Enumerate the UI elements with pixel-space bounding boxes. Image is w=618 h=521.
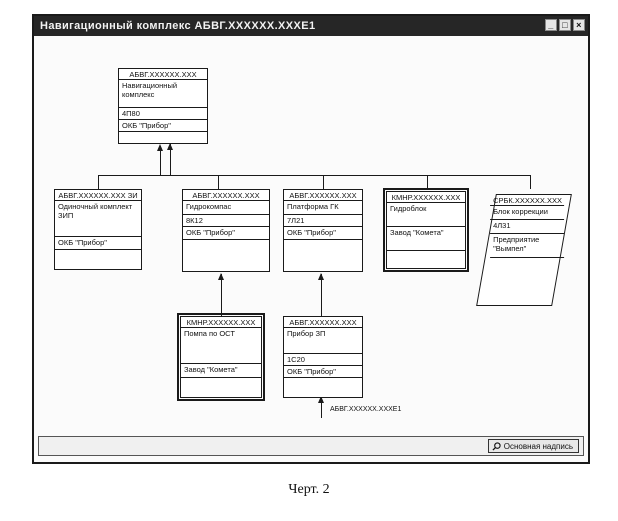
- close-icon[interactable]: ×: [573, 19, 585, 31]
- parent-ref-label: АБВГ.XXXXXX.XXXЕ1: [330, 406, 402, 413]
- node-org: ОКБ "Прибор": [55, 237, 141, 250]
- node-name: Прибор ЗП: [284, 328, 362, 354]
- node-spare-kit[interactable]: АБВГ.XXXXXX.XXX ЗИ Одиночный комплект ЗИ…: [54, 189, 142, 270]
- grandchild-connector-1: [221, 274, 222, 316]
- child-connector-5: [530, 175, 531, 189]
- title-bar[interactable]: Навигационный комплекс АБВГ.XXXXXX.XXXE1…: [34, 16, 588, 36]
- node-root[interactable]: АБВГ.XXXXXX.XXX Навигационный комплекс 4…: [118, 68, 208, 144]
- node-name: Помпа по ОСТ: [181, 328, 261, 364]
- node-org: ОКБ "Прибор": [284, 227, 362, 240]
- node-org: Предприятие "Вымпел": [490, 234, 565, 258]
- node-code: АБВГ.XXXXXX.XXX: [284, 317, 362, 328]
- node-designation: 7Л21: [284, 215, 362, 227]
- node-name: Одиночный комплект ЗИП: [55, 201, 141, 237]
- child-connector-2: [218, 175, 219, 189]
- node-designation: 4П80: [119, 108, 207, 120]
- root-connector: [170, 143, 171, 175]
- structure-diagram: АБВГ.XXXXXX.XXXЕ1 АБВГ.XXXXXX.XXX Навига…: [34, 36, 588, 426]
- node-empty-row: [490, 258, 564, 270]
- node-name: Навигационный комплекс: [119, 80, 207, 108]
- node-code: СРБК.XXXXXX.XXX: [490, 195, 565, 206]
- node-designation: 4Л31: [490, 220, 565, 234]
- node-code: КМНР.XXXXXX.XXX: [387, 192, 465, 203]
- node-designation: 1С20: [284, 354, 362, 366]
- node-empty-row: [55, 250, 141, 260]
- child-connector-1: [98, 175, 99, 189]
- root-arrow-2: [157, 144, 163, 151]
- node-hydroblock[interactable]: КМНР.XXXXXX.XXX Гидроблок Завод "Комета": [383, 188, 469, 272]
- search-icon: [492, 441, 501, 451]
- figure-caption: Черт. 2: [288, 482, 330, 497]
- node-name: Гидроблок: [387, 203, 465, 227]
- node-zp-device[interactable]: АБВГ.XXXXXX.XXX Прибор ЗП 1С20 ОКБ "Приб…: [283, 316, 363, 398]
- node-org: Завод "Комета": [387, 227, 465, 251]
- grandchild-arrow-1: [218, 273, 224, 280]
- grandchild-arrow-2: [318, 273, 324, 280]
- node-gk-platform[interactable]: АБВГ.XXXXXX.XXX Платформа ГК 7Л21 ОКБ "П…: [283, 189, 363, 272]
- node-code: АБВГ.XXXXXX.XXX: [284, 190, 362, 201]
- root-connector-2: [160, 146, 161, 175]
- node-empty-row: [183, 240, 269, 260]
- node-name: Гидрокомпас: [183, 201, 269, 215]
- window-controls: _ □ ×: [545, 19, 585, 31]
- node-org: ОКБ "Прибор": [119, 120, 207, 132]
- minimize-icon[interactable]: _: [545, 19, 557, 31]
- node-designation: 8К12: [183, 215, 269, 227]
- root-arrow: [167, 143, 173, 150]
- node-correction-block[interactable]: СРБК.XXXXXX.XXX Блок коррекции 4Л31 Пред…: [476, 194, 572, 306]
- node-gyrocompass[interactable]: АБВГ.XXXXXX.XXX Гидрокомпас 8К12 ОКБ "Пр…: [182, 189, 270, 272]
- node-empty-row: [181, 378, 261, 390]
- app-window: Навигационный комплекс АБВГ.XXXXXX.XXXE1…: [32, 14, 590, 464]
- title-block-button[interactable]: Основная надпись: [487, 439, 579, 453]
- parent-ref-arrow: [318, 396, 324, 403]
- node-code: АБВГ.XXXXXX.XXX: [119, 69, 207, 80]
- node-code: КМНР.XXXXXX.XXX: [181, 317, 261, 328]
- node-name: Платформа ГК: [284, 201, 362, 215]
- title-block-button-label: Основная надпись: [503, 441, 573, 451]
- node-pump[interactable]: КМНР.XXXXXX.XXX Помпа по ОСТ Завод "Коме…: [177, 313, 265, 401]
- node-code: АБВГ.XXXXXX.XXX: [183, 190, 269, 201]
- node-empty-row: [387, 251, 465, 261]
- child-connector-3: [323, 175, 324, 189]
- window-title: Навигационный комплекс АБВГ.XXXXXX.XXXE1: [40, 20, 316, 32]
- node-code: АБВГ.XXXXXX.XXX ЗИ: [55, 190, 141, 201]
- grandchild-connector-2: [321, 274, 322, 316]
- parent-ref-connector: [321, 398, 322, 418]
- node-empty-row: [284, 240, 362, 260]
- horizontal-bus: [98, 175, 530, 176]
- status-bar: Основная надпись: [38, 436, 584, 456]
- node-org: ОКБ "Прибор": [284, 366, 362, 378]
- node-name: Блок коррекции: [490, 206, 565, 220]
- child-connector-4: [427, 175, 428, 189]
- maximize-icon[interactable]: □: [559, 19, 571, 31]
- node-org: ОКБ "Прибор": [183, 227, 269, 240]
- node-empty-row: [119, 132, 207, 143]
- node-org: Завод "Комета": [181, 364, 261, 378]
- node-empty-row: [284, 378, 362, 389]
